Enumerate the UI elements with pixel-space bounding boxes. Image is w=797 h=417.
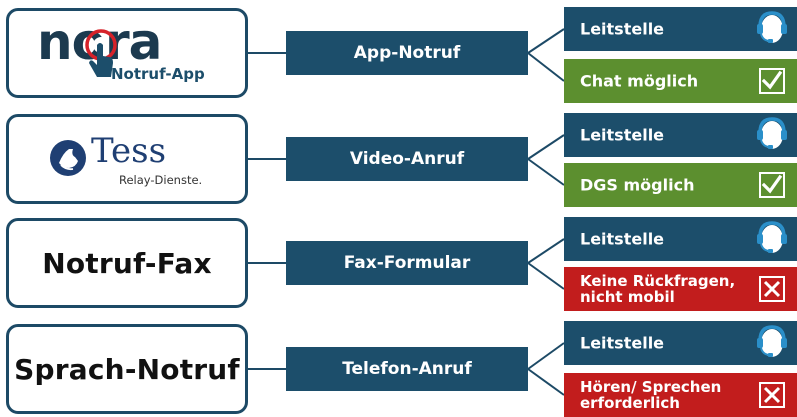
source-box-1: noraNotruf-App (6, 8, 248, 98)
channel-box-1: App-Notruf (286, 31, 528, 75)
connector-channel-result-4-2 (527, 368, 565, 396)
tess-subtitle: Relay-Dienste. (119, 173, 203, 187)
result-label: DGS möglich (580, 175, 695, 195)
result-box-3-2: Keine Rückfragen,nicht mobil (564, 267, 797, 311)
result-label: Leitstelle (580, 333, 665, 353)
cross-icon (759, 382, 785, 408)
channel-box-4: Telefon-Anruf (286, 347, 528, 391)
result-box-1-1: Leitstelle (564, 7, 797, 51)
headset-icon (755, 116, 789, 154)
nora-subtitle: Notruf-App (111, 65, 205, 83)
connector-channel-result-2-2 (527, 158, 565, 186)
result-box-2-2: DGS möglich (564, 163, 797, 207)
headset-icon (755, 324, 789, 362)
source-box-4: Sprach-Notruf (6, 324, 248, 414)
connector-channel-result-1-1 (527, 28, 565, 54)
tess-wordmark: Tess (91, 131, 167, 171)
result-label-line-1: Hören/ Sprechen (580, 378, 722, 396)
result-label-line-1: Keine Rückfragen, (580, 272, 736, 290)
result-label: Keine Rückfragen,nicht mobil (580, 273, 735, 305)
source-label: Sprach-Notruf (14, 352, 240, 386)
result-label: Leitstelle (580, 229, 665, 249)
cross-icon (759, 276, 785, 302)
channel-box-3: Fax-Formular (286, 241, 528, 285)
result-box-4-1: Leitstelle (564, 321, 797, 365)
headset-icon (755, 10, 789, 48)
connector-channel-result-4-1 (527, 342, 565, 370)
result-label: Chat möglich (580, 71, 699, 91)
nora-logo: noraNotruf-App (27, 13, 227, 89)
check-icon (759, 68, 785, 94)
result-box-1-2: Chat möglich (564, 59, 797, 103)
result-label: Leitstelle (580, 125, 665, 145)
result-box-2-1: Leitstelle (564, 113, 797, 157)
sign-language-hand-icon (50, 140, 86, 176)
connector-channel-result-3-1 (527, 238, 565, 264)
result-label: Leitstelle (580, 19, 665, 39)
source-label: Notruf-Fax (42, 246, 212, 280)
check-icon (759, 172, 785, 198)
result-label-line-2: nicht mobil (580, 288, 675, 306)
result-label-line-2: erforderlich (580, 394, 680, 412)
channel-box-2: Video-Anruf (286, 137, 528, 181)
headset-icon (755, 220, 789, 258)
result-box-3-1: Leitstelle (564, 217, 797, 261)
touch-hand-icon (85, 29, 117, 77)
connector-channel-result-2-1 (527, 134, 565, 160)
connector-channel-result-3-2 (527, 262, 565, 290)
source-box-3: Notruf-Fax (6, 218, 248, 308)
connector-channel-result-1-2 (527, 52, 565, 82)
